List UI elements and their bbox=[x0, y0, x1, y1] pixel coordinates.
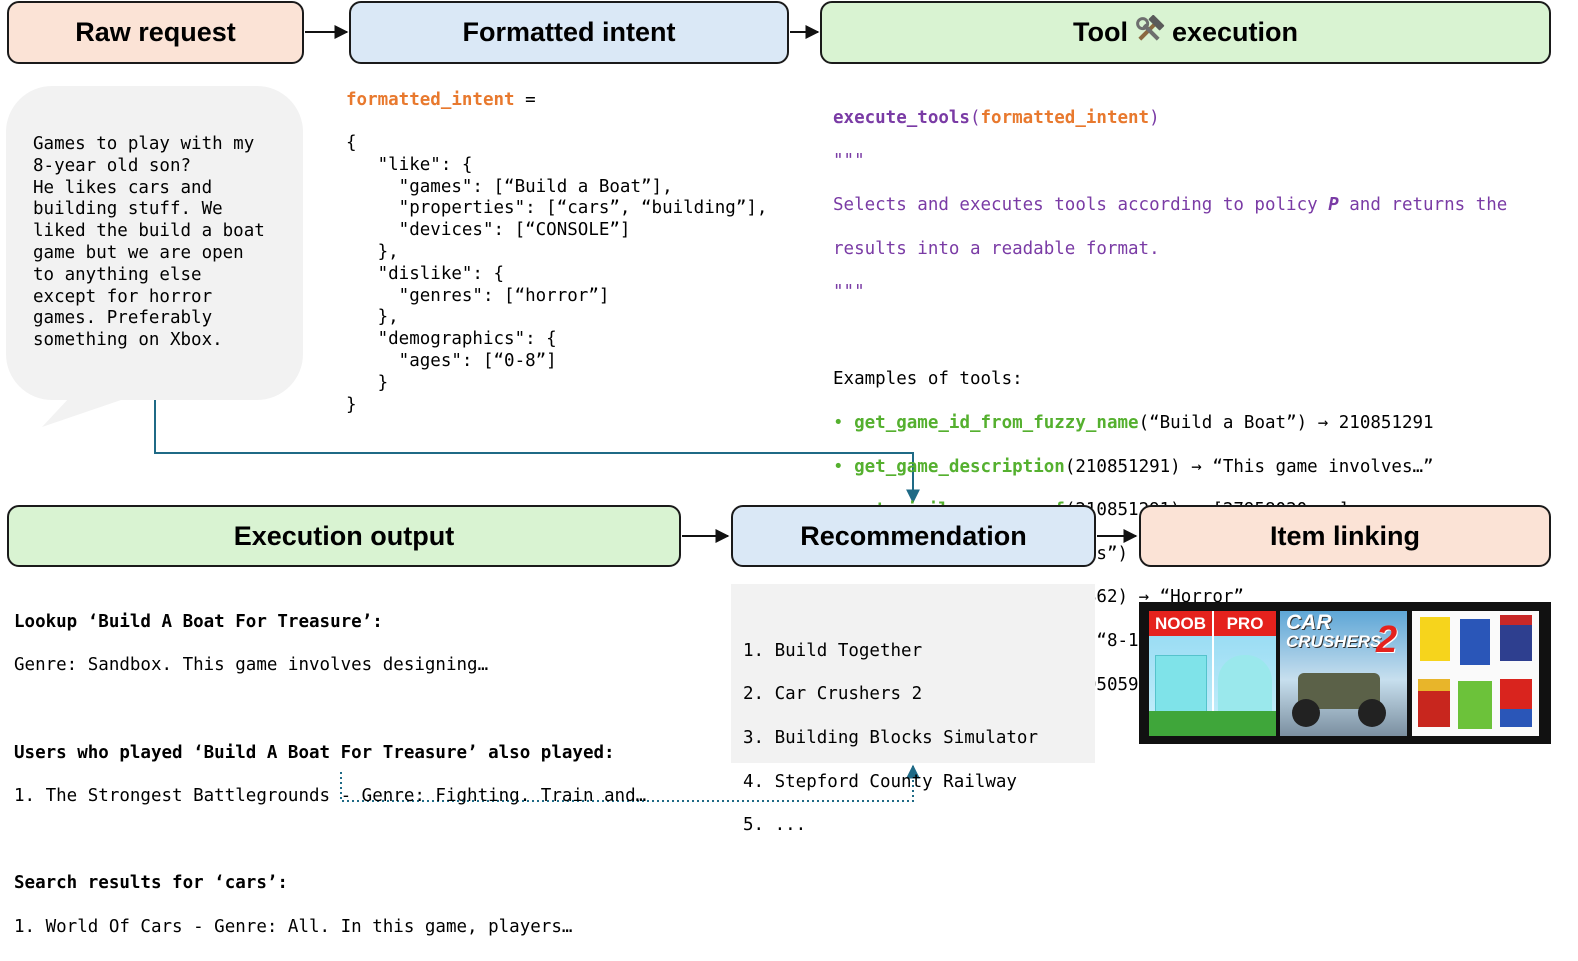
tool-example-name: get_game_description bbox=[854, 456, 1065, 477]
block-figure bbox=[1458, 681, 1492, 729]
tool-call-line: execute_tools(formatted_intent) bbox=[833, 107, 1160, 128]
block-figure bbox=[1460, 619, 1490, 665]
speech-bubble-tail bbox=[42, 397, 130, 427]
tool-example-name: get_game_id_from_fuzzy_name bbox=[854, 412, 1139, 433]
intent-assignment: formatted_intent = bbox=[346, 90, 536, 112]
request-text: Games to play with my 8-year old son? He… bbox=[33, 134, 265, 351]
recommendation-title: Recommendation bbox=[800, 520, 1027, 551]
block-figure bbox=[1418, 679, 1450, 727]
truck-wheel bbox=[1358, 699, 1386, 727]
docstring-line-1: Selects and executes tools according to … bbox=[833, 194, 1508, 215]
connector-layer bbox=[154, 25, 1138, 802]
block-figure bbox=[1500, 615, 1532, 661]
recommendation-header: Recommendation bbox=[731, 505, 1096, 567]
recommendation-item: 3. Building Blocks Simulator bbox=[743, 727, 1039, 748]
connector-output-to-recommendation-dotted bbox=[340, 764, 920, 802]
raw-request-title: Raw request bbox=[75, 17, 236, 47]
execution-output-header: Execution output bbox=[7, 505, 681, 567]
item-linking-title: Item linking bbox=[1269, 520, 1421, 551]
output-similar-detail: 1. The Strongest Battlegrounds - Genre: … bbox=[14, 786, 647, 807]
build-a-boat-thumbnail: NOOB PRO bbox=[1149, 611, 1276, 736]
block-figure bbox=[1500, 679, 1532, 727]
game-thumbnails: NOOB PRO CAR CRUSHERS 2 bbox=[1139, 602, 1551, 744]
noob-label: NOOB bbox=[1149, 611, 1212, 636]
docstring-open: """ bbox=[833, 151, 865, 172]
output-lookup-heading: Lookup ‘Build A Boat For Treasure’: bbox=[14, 611, 383, 632]
thumbnail-divider bbox=[1212, 611, 1214, 736]
tool-execution-title-b: execution bbox=[1171, 17, 1299, 47]
tool-example-item: • get_game_description(210851291) → “Thi… bbox=[833, 456, 1434, 477]
logo-number: 2 bbox=[1376, 619, 1398, 661]
recommendation-panel bbox=[731, 584, 1095, 763]
output-similar-heading: Users who played ‘Build A Boat For Treas… bbox=[14, 742, 615, 763]
docstring-line-2: results into a readable format. bbox=[833, 238, 1160, 259]
tool-execution-title-a: Tool bbox=[1072, 17, 1128, 47]
recommendation-item: 5. ... bbox=[743, 815, 807, 836]
intent-json: { "like": { "games": [“Build a Boat”], "… bbox=[346, 133, 768, 415]
intent-equals: = bbox=[514, 90, 536, 110]
recommendation-item: 1. Build Together bbox=[743, 640, 923, 661]
examples-label: Examples of tools: bbox=[833, 369, 1023, 390]
docstring-close: """ bbox=[833, 282, 865, 303]
output-search-heading: Search results for ‘cars’: bbox=[14, 873, 288, 894]
raw-request-header: Raw request bbox=[7, 1, 304, 64]
execution-output-text: Lookup ‘Build A Boat For Treasure’: Genr… bbox=[14, 590, 646, 961]
tool-example-item: • get_game_id_from_fuzzy_name(“Build a B… bbox=[833, 412, 1434, 433]
execution-output-title: Execution output bbox=[233, 520, 455, 551]
output-search-detail: 1. World Of Cars - Genre: All. In this g… bbox=[14, 916, 573, 937]
formatted-intent-title: Formatted intent bbox=[462, 17, 676, 47]
connector-request-to-recommendation bbox=[154, 400, 920, 504]
recommendation-item: 2. Car Crushers 2 bbox=[743, 684, 923, 705]
intent-variable: formatted_intent bbox=[346, 90, 515, 110]
request-speech-bubble bbox=[6, 86, 303, 400]
ground bbox=[1149, 711, 1276, 736]
recommendation-list: 1. Build Together 2. Car Crushers 2 3. B… bbox=[743, 619, 1038, 859]
car-crushers-logo: CAR CRUSHERS bbox=[1286, 611, 1382, 651]
tool-execution-header: Tool execution bbox=[820, 1, 1551, 64]
tool-function-name: execute_tools bbox=[833, 107, 970, 128]
output-lookup-detail: Genre: Sandbox. This game involves desig… bbox=[14, 655, 489, 676]
truck-wheel bbox=[1292, 699, 1320, 727]
building-blocks-thumbnail bbox=[1412, 611, 1539, 736]
car-crushers-2-thumbnail: CAR CRUSHERS 2 bbox=[1280, 611, 1407, 736]
noob-block bbox=[1155, 655, 1207, 713]
pro-label: PRO bbox=[1214, 611, 1276, 636]
pro-dome bbox=[1218, 655, 1272, 711]
tool-argument: formatted_intent bbox=[980, 107, 1150, 128]
item-linking-header: Item linking bbox=[1139, 505, 1551, 567]
recommendation-item: 4. Stepford County Railway bbox=[743, 771, 1017, 792]
block-figure bbox=[1420, 617, 1450, 661]
hammer-and-wrench-icon bbox=[1132, 14, 1166, 45]
formatted-intent-header: Formatted intent bbox=[349, 1, 789, 64]
